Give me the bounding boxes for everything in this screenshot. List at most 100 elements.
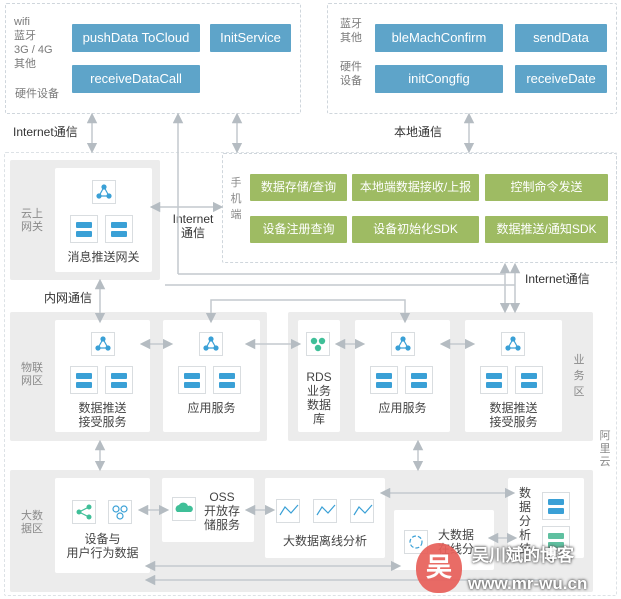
intranet-comm: 内网通信 [44,291,93,305]
server-icon [542,492,570,520]
local-data-receive-report-button[interactable]: 本地端数据接收/上报 [352,174,479,201]
cloud-gateway-title: 云上 网关 [18,208,46,234]
analysis-chart-icon [276,499,300,523]
label-bluetooth: 蓝牙 [14,30,36,42]
watermark-name: 吴川斌的博客 [472,546,574,565]
iot-title: 物联 网区 [18,362,46,388]
bt-other-labels: 蓝牙 其他 [340,17,362,45]
data-storage-query-button[interactable]: 数据存储/查询 [250,174,347,201]
label-wifi: wifi [14,16,30,28]
iot-title-2: 网区 [21,375,43,387]
internet-comm-left: Internet通信 [13,125,78,139]
business-title: 业务区 [573,354,585,398]
network-node-icon [199,332,223,356]
label-other-2: 其他 [340,32,362,44]
label-3g4g: 3G / 4G [14,44,53,56]
init-service-button[interactable]: InitService [210,24,291,52]
iot-app-service-label: 应用服务 [187,401,236,415]
device-init-sdk-button[interactable]: 设备初始化SDK [352,216,479,243]
server-icon [405,366,433,394]
internet-comm-mid-line1: Internet [172,212,214,226]
analysis-result-label-3: 结 [518,542,531,556]
rds-label-2: 业务 [306,384,331,398]
aliyun-label: 阿里云 [599,430,611,468]
watermark-badge-text: 吴 [425,552,452,582]
server-icon [542,526,570,554]
share-icon [72,500,96,524]
bigdata-title-1: 大数 [21,510,43,522]
oss-label-1: OSS [209,490,235,504]
analysis-chart-icon [350,499,374,523]
phone-title: 手机端 [230,177,242,221]
business-data-push-service-label-2: 接受服务 [489,415,538,429]
server-icon [213,366,241,394]
analysis-chart-icon [313,499,337,523]
iot-title-1: 物联 [21,362,43,374]
watermark-url: www.mr-wu.cn [468,574,588,593]
bigdata-title-2: 据区 [21,523,43,535]
analysis-result-label-2: 分析 [518,514,531,542]
cloud-gateway-title-1: 云上 [21,208,43,220]
bt-hardware-labels: 硬件 设备 [340,60,362,88]
ble-mach-confirm-button[interactable]: bleMachConfirm [375,24,503,52]
oss-label-3: 储服务 [203,518,240,532]
label-other: 其他 [14,58,36,70]
message-push-gateway-label: 消息推送网关 [67,250,140,264]
rds-label-3: 数据 [306,398,331,412]
cluster-icon [108,500,132,524]
internet-comm-right: Internet通信 [525,272,590,286]
data-push-notify-sdk-button[interactable]: 数据推送/通知SDK [485,216,608,243]
label-bluetooth-2: 蓝牙 [340,18,362,30]
aliyun-region [4,152,617,596]
device-register-query-button[interactable]: 设备注册查询 [250,216,347,243]
hardware-device-panel [5,3,301,114]
cloud-gateway-title-2: 网关 [21,221,43,233]
server-icon [105,215,133,243]
send-data-button[interactable]: sendData [515,24,607,52]
bigdata-title: 大数 据区 [18,510,46,536]
server-icon [480,366,508,394]
device-user-behavior-label: 设备与 用户行为数据 [55,532,150,560]
server-icon [105,366,133,394]
label-device: 设备 [340,75,362,87]
iot-data-push-service-label-1: 数据推送 [78,401,127,415]
server-icon [70,366,98,394]
init-config-button[interactable]: initCongfig [375,65,503,93]
server-icon [370,366,398,394]
business-app-service-label: 应用服务 [378,401,427,415]
network-node-icon [501,332,525,356]
receive-data-call-button[interactable]: receiveDataCall [72,65,200,93]
business-data-push-service-label: 数据推送 接受服务 [465,401,562,429]
business-data-push-service-label-1: 数据推送 [489,401,538,415]
label-hardware: 硬件 [340,61,362,73]
control-command-send-button[interactable]: 控制命令发送 [485,174,608,201]
internet-comm-mid-line2: 通信 [180,226,205,240]
oss-label: OSS 开放存 储服务 [200,490,244,532]
push-data-to-cloud-button[interactable]: pushData ToCloud [72,24,200,52]
server-icon [70,215,98,243]
hardware-device-label: 硬件设备 [15,88,59,100]
device-user-behavior-label-2: 用户行为数据 [66,546,139,560]
network-node-icon [91,332,115,356]
internet-comm-mid: Internet 通信 [172,212,214,240]
rds-label-4: 库 [312,412,325,426]
iot-data-push-service-label-2: 接受服务 [78,415,127,429]
realtime-analysis-label-1: 大数据 [437,528,474,542]
server-icon [178,366,206,394]
hardware-connection-labels: wifi 蓝牙 3G / 4G 其他 [14,15,69,71]
analysis-result-label-1: 数据 [518,486,531,514]
rds-label-1: RDS [306,370,332,384]
analysis-result-label: 数据 分析 结 [514,486,536,556]
rds-database-icon [306,332,330,356]
server-icon [515,366,543,394]
receive-date-button[interactable]: receiveDate [515,65,607,93]
iot-data-push-service-label: 数据推送 接受服务 [55,401,150,429]
device-user-behavior-node [55,478,150,573]
local-comm: 本地通信 [394,125,443,139]
network-node-icon [92,180,116,204]
offline-analysis-label: 大数据离线分析 [282,534,367,548]
device-user-behavior-label-1: 设备与 [84,532,121,546]
network-node-icon [391,332,415,356]
rds-label: RDS 业务 数据 库 [298,370,340,426]
